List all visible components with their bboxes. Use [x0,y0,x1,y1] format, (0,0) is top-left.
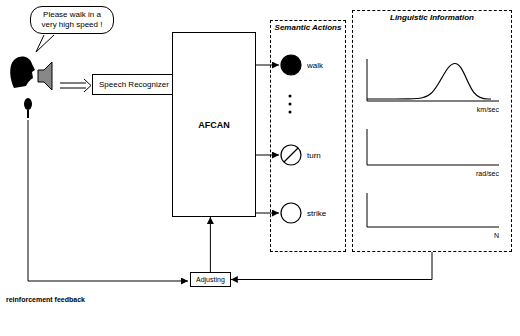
region-title: Semantic Actions [271,21,345,35]
node-text: Speech Recognizer [99,80,169,89]
speech-bubble: Please walk in a very high speed ! [30,6,114,34]
unit-label: N [494,232,499,239]
plot-axes [363,57,503,113]
region-title: Linguistic Information [353,11,511,25]
bubble-tail [36,35,54,52]
node-text: AFCAN [198,120,230,130]
node-text: turn [307,151,321,160]
process-box: Adjusting [190,272,231,287]
feedback-wire [28,120,188,281]
plot-axes [363,191,503,239]
node-text: walk [307,61,323,70]
group-region: Semantic Actions walk turn strike [270,20,346,252]
action-circle [279,143,303,167]
unit-label: rad/sec [476,170,499,177]
output-plot: N [363,191,503,239]
output-plot: rad/sec [363,127,503,177]
process-box: Speech Recognizer [92,74,176,95]
unit-label: km/sec [477,106,499,113]
connector-arrow [256,155,279,156]
plot-axes [363,127,503,177]
output-plot: km/sec [363,57,503,113]
connector-arrow [256,213,279,214]
loudspeaker-icon [38,62,52,90]
action-circle [279,53,303,77]
node-text: strike [307,209,326,218]
microphone-stem [27,110,29,118]
feedback-label: reinforcement feedback [6,296,85,303]
speaker-head [10,57,35,88]
input-arrow [84,79,91,92]
network-box: AFCAN [172,32,256,217]
node-text: Please walk in a very high speed ! [37,10,107,30]
action-circle [279,201,303,225]
connector-arrow [256,65,279,66]
group-region: Linguistic Information km/sec rad/secN [352,10,512,252]
action-node: walk [279,53,323,77]
microphone-icon [24,98,32,110]
node-text: Adjusting [196,276,225,283]
action-node: turn [279,143,321,167]
connector-arrow [210,217,211,272]
action-node: strike [279,201,326,225]
connector-arrow [231,252,432,280]
